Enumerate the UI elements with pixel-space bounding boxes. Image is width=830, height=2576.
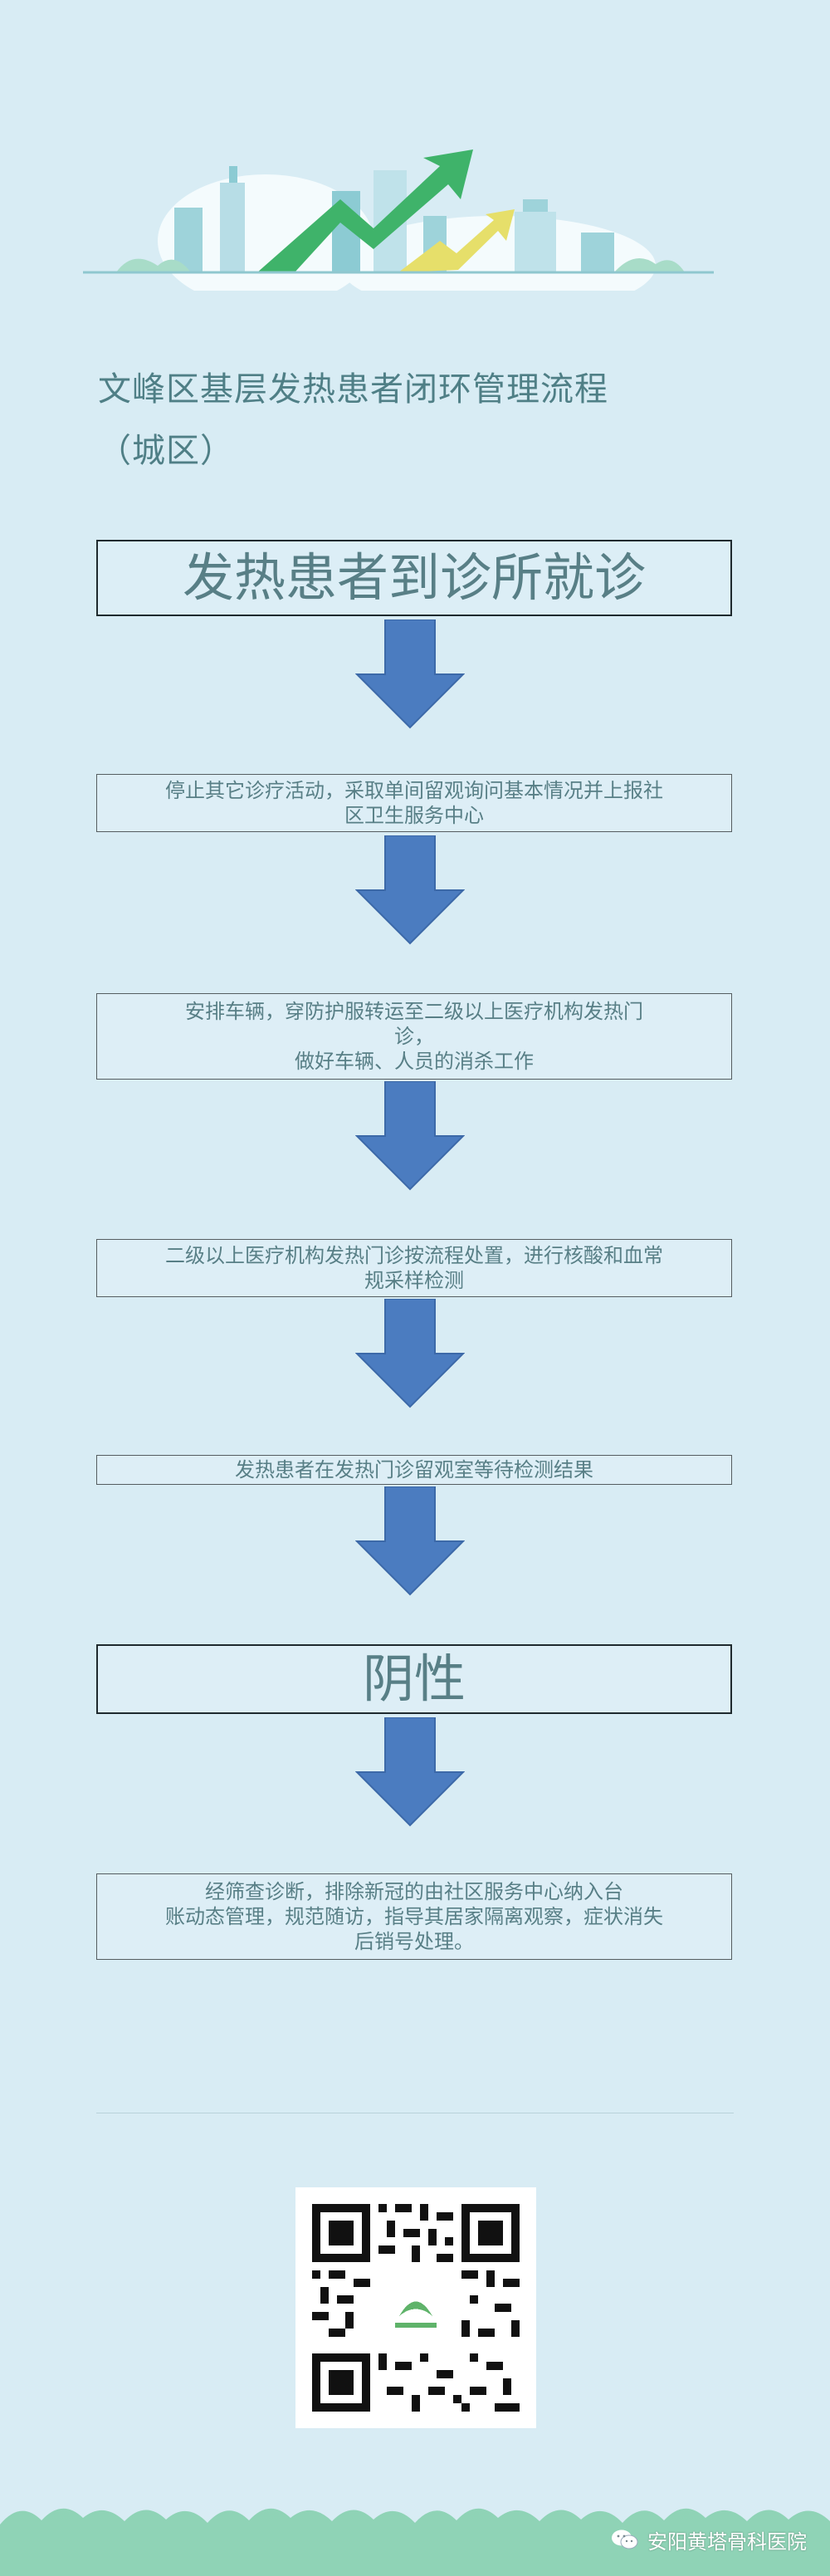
qr-code	[295, 2187, 536, 2428]
flow-arrow-down-icon	[355, 1486, 465, 1596]
flow-arrow-down-icon	[355, 1299, 465, 1408]
watermark-text: 安阳黄塔骨科医院	[647, 2529, 807, 2554]
flow-step-3: 安排车辆，穿防护服转运至二级以上医疗机构发热门 诊， 做好车辆、人员的消杀工作	[96, 993, 732, 1080]
flow-step-5: 发热患者在发热门诊留观室等待检测结果	[96, 1455, 732, 1485]
qr-code-icon	[295, 2187, 536, 2428]
flow-step-2: 停止其它诊疗活动，采取单间留观询问基本情况并上报社 区卫生服务中心	[96, 774, 732, 832]
flow-arrow-down-icon	[355, 620, 465, 729]
footer-hedge-decoration	[0, 2508, 830, 2576]
flow-arrow-down-icon	[355, 1717, 465, 1827]
page-title: 文峰区基层发热患者闭环管理流程 （城区）	[98, 370, 608, 470]
flow-arrow-down-icon	[355, 835, 465, 945]
wechat-icon	[612, 2529, 638, 2549]
header-illustration	[83, 149, 714, 291]
flow-arrow-down-icon	[355, 1081, 465, 1191]
flow-step-7: 经筛查诊断，排除新冠的由社区服务中心纳入台 账动态管理，规范随访，指导其居家隔离…	[96, 1873, 732, 1960]
flow-step-4: 二级以上医疗机构发热门诊按流程处置，进行核酸和血常 规采样检测	[96, 1239, 732, 1297]
flow-step-1: 发热患者到诊所就诊	[96, 540, 732, 616]
flow-step-result: 阴性	[96, 1644, 732, 1714]
watermark: 安阳黄塔骨科医院	[611, 2523, 807, 2556]
